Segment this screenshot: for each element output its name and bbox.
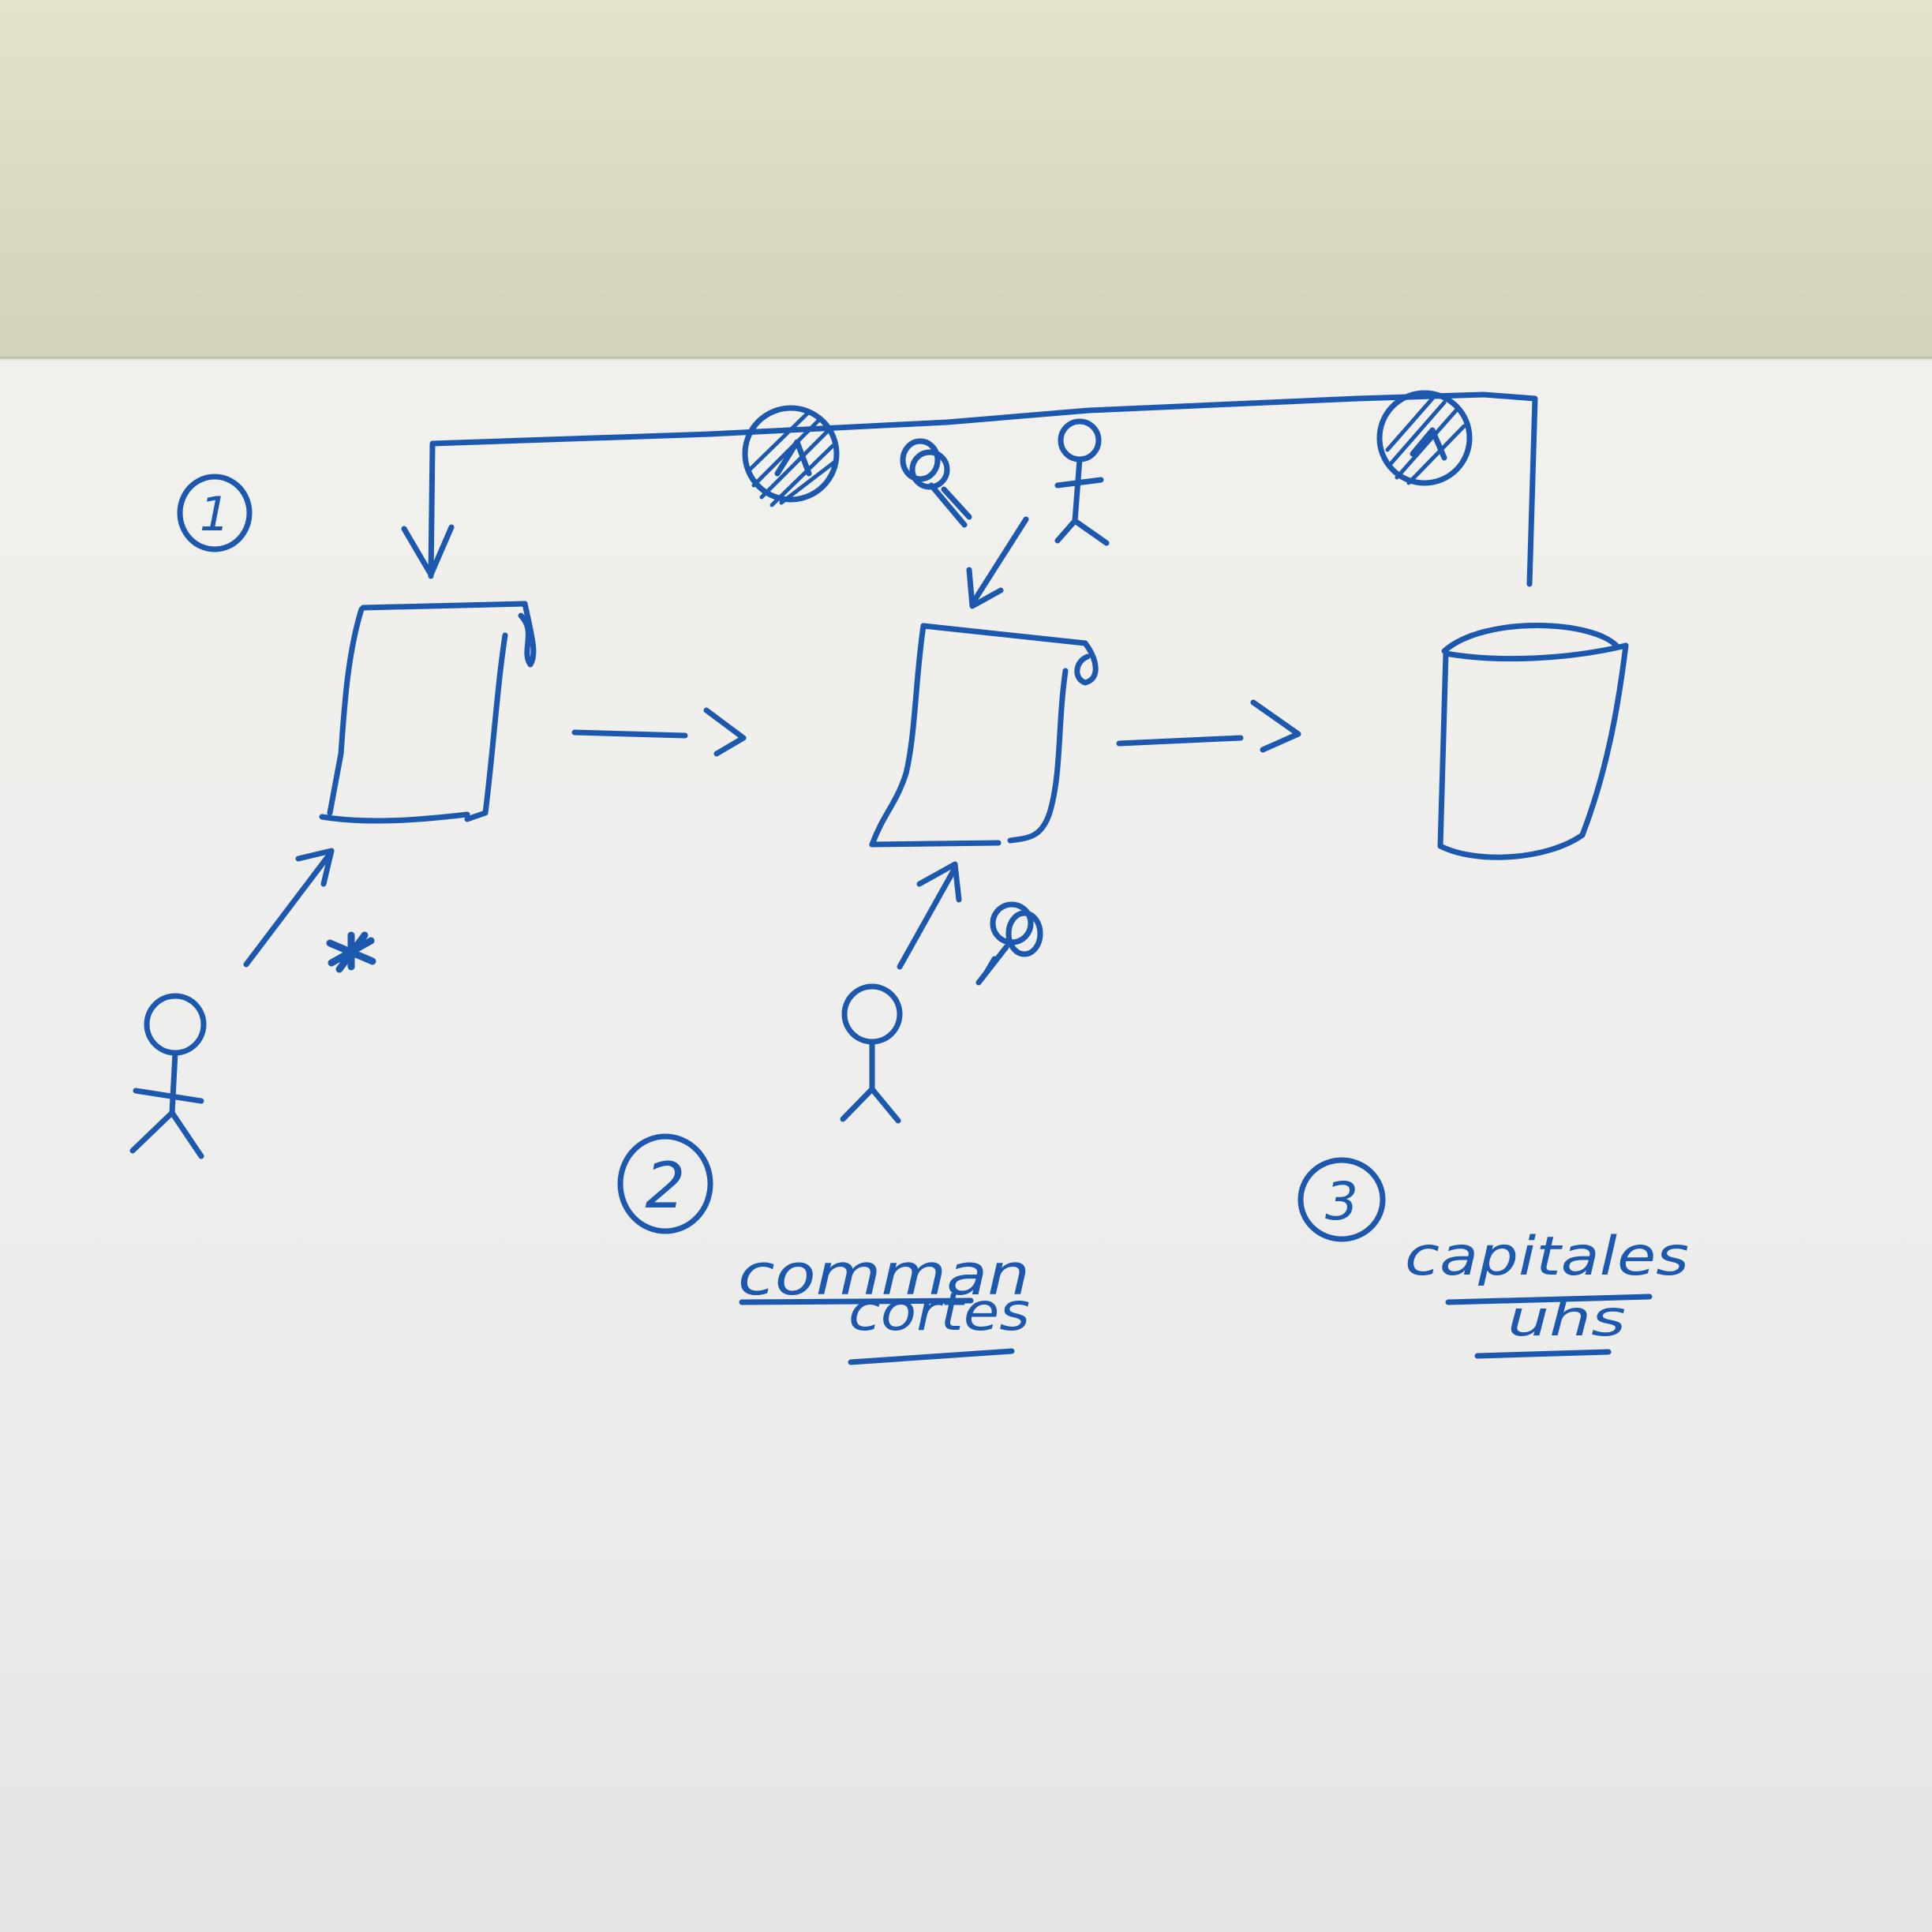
step-1-marker: 1 <box>177 474 253 552</box>
caption-step-3: capitales uhs <box>1405 1226 1689 1359</box>
arrow-into-scroll-2-top <box>969 516 1029 607</box>
arrow-scroll2-to-database <box>1116 735 1244 747</box>
caption-step-2-line-2: cortes <box>848 1282 1030 1342</box>
paper-edge <box>0 357 1932 361</box>
database-cylinder-icon <box>1437 623 1629 860</box>
stick-figure-icon <box>840 983 903 1124</box>
step-2-label: 2 <box>646 1149 686 1222</box>
caption-underline <box>1445 1294 1653 1305</box>
stick-figure-icon <box>129 993 207 1159</box>
arrowhead <box>916 861 962 903</box>
stick-figure-icon <box>1054 418 1110 546</box>
step-2-marker: 2 <box>617 1133 713 1234</box>
key-icon <box>900 438 972 528</box>
arrow-scroll1-to-scroll2 <box>571 729 688 739</box>
step-3-label: 3 <box>1325 1171 1358 1232</box>
caption-step-2: comman cortes <box>738 1241 1030 1365</box>
key-icon <box>975 901 1043 986</box>
background-wall <box>0 0 1932 371</box>
document-scroll-icon <box>319 601 537 824</box>
paper-sheet <box>0 359 1932 1932</box>
caption-underline <box>739 1297 974 1305</box>
arrowhead <box>295 848 335 887</box>
caption-step-2-line-1: comman <box>738 1241 1030 1308</box>
caption-step-3-line-2: uhs <box>1507 1290 1626 1347</box>
caption-step-3-line-1: capitales <box>1405 1226 1689 1288</box>
hatched-circle-icon <box>1376 390 1473 486</box>
arrowhead <box>1250 699 1301 753</box>
feedback-arrowhead <box>401 524 455 578</box>
caption-underline <box>1474 1349 1612 1359</box>
document-scroll-icon <box>869 623 1099 848</box>
feedback-line <box>401 391 1538 587</box>
arrow-person-to-scroll-2 <box>897 865 958 970</box>
hatched-circle-icon <box>742 405 840 507</box>
arrowhead <box>966 567 1004 609</box>
caption-underline <box>848 1348 1015 1365</box>
arrowhead <box>703 707 747 757</box>
asterisk-icon <box>326 931 376 973</box>
arrow-person-to-scroll-1 <box>243 851 333 968</box>
step-3-marker: 3 <box>1297 1157 1386 1242</box>
step-1-label: 1 <box>200 487 230 542</box>
